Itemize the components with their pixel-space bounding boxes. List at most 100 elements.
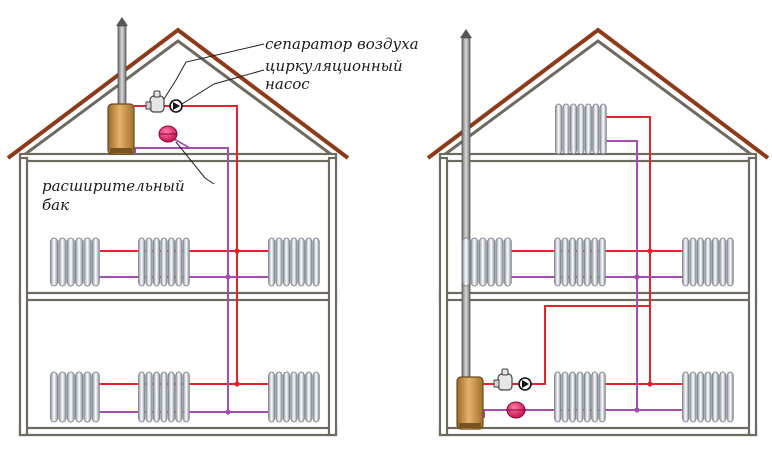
- radiator-section: [66, 237, 75, 287]
- radiator-section: [696, 371, 705, 423]
- radiator-section: [561, 237, 569, 287]
- tank-leader: [175, 141, 215, 185]
- radiator-section: [282, 371, 291, 423]
- radiator-section: [462, 237, 471, 287]
- pump-arrow: [522, 380, 529, 388]
- radiator-section: [576, 237, 584, 287]
- roof: [6, 27, 350, 160]
- separator-inlet: [493, 379, 500, 388]
- radiator-section: [598, 371, 606, 423]
- radiator-section: [160, 237, 168, 287]
- radiator-section: [569, 103, 578, 155]
- chimney-pipe: [461, 37, 471, 421]
- floor-slab: [18, 426, 338, 437]
- circulation-pump: [518, 377, 532, 391]
- separator-inlet: [145, 101, 152, 110]
- radiator-section: [91, 237, 100, 287]
- radiator-section: [568, 237, 577, 287]
- junction: [225, 274, 231, 280]
- radiator-section: [58, 371, 67, 423]
- radiator-section: [75, 371, 84, 423]
- radiator-section: [297, 237, 305, 287]
- radiator: [268, 237, 320, 287]
- radiator-section: [719, 237, 727, 287]
- radiator-section: [554, 237, 562, 287]
- boiler: [107, 103, 135, 155]
- junction: [634, 407, 640, 413]
- radiator-section: [689, 371, 697, 423]
- floor-slab: [438, 291, 758, 302]
- radiator-section: [145, 371, 153, 423]
- chimney-cap: [116, 17, 128, 26]
- radiator-section: [152, 371, 161, 423]
- boiler-body: [107, 103, 135, 155]
- radiator-section: [503, 237, 512, 287]
- radiator: [554, 237, 606, 287]
- radiator-section: [268, 371, 276, 423]
- air-separator: [493, 368, 513, 391]
- return-branch: [483, 409, 682, 418]
- radiator-section: [182, 237, 190, 287]
- circulation-pump: [169, 99, 183, 113]
- radiator-section: [682, 237, 690, 287]
- tank-link: [173, 138, 191, 149]
- floor-slab: [18, 152, 338, 163]
- pump-leader: [181, 69, 265, 105]
- boiler-base: [110, 148, 132, 153]
- radiator-section: [583, 237, 591, 287]
- radiator-section: [561, 371, 569, 423]
- radiator-section: [562, 103, 570, 155]
- roof: [426, 27, 770, 160]
- radiator-section: [592, 103, 600, 155]
- radiator-section: [555, 103, 563, 155]
- radiator-section: [495, 237, 504, 287]
- left-chimney: [116, 17, 128, 109]
- radiator-section: [305, 237, 313, 287]
- radiator-section: [305, 371, 313, 423]
- supply-riser: [160, 105, 238, 384]
- radiator: [138, 237, 190, 287]
- radiator: [138, 371, 190, 423]
- radiator-section: [175, 237, 183, 287]
- radiator-section: [83, 237, 92, 287]
- radiator-section: [726, 237, 734, 287]
- radiator-section: [167, 371, 175, 423]
- air-separator-label: сепаратор воздуха: [265, 35, 419, 53]
- radiator-section: [152, 237, 161, 287]
- expansion-tank: [506, 401, 526, 419]
- radiator: [682, 371, 734, 423]
- radiator-section: [290, 237, 298, 287]
- radiator-section: [66, 371, 75, 423]
- wall-left: [18, 156, 29, 437]
- radiator-section: [175, 371, 183, 423]
- radiator-section: [297, 371, 305, 423]
- radiator: [462, 237, 512, 287]
- boiler: [456, 376, 484, 430]
- radiator-section: [160, 371, 168, 423]
- radiator-section: [711, 237, 719, 287]
- radiator-section: [282, 237, 291, 287]
- radiator-section: [182, 371, 190, 423]
- radiator-section: [591, 237, 599, 287]
- wall-right: [327, 156, 338, 437]
- junction: [234, 381, 240, 387]
- radiator-section: [50, 371, 59, 423]
- radiator-section: [598, 237, 606, 287]
- radiator-section: [726, 371, 734, 423]
- junction: [234, 248, 240, 254]
- radiator-section: [487, 237, 496, 287]
- circulation-pump-label-line1: циркуляционный: [265, 57, 403, 75]
- radiator-section: [167, 237, 175, 287]
- separator-cap: [153, 90, 161, 98]
- radiator-section: [312, 371, 320, 423]
- circulation-pump-label-line2: насос: [265, 75, 310, 93]
- radiator-section: [554, 371, 562, 423]
- expansion-tank-label-line2: бак: [42, 196, 70, 214]
- radiator-section: [290, 371, 298, 423]
- radiator: [555, 103, 607, 155]
- separator-cap: [501, 368, 509, 376]
- radiator: [50, 371, 100, 423]
- junction: [647, 381, 653, 387]
- radiator-section: [275, 371, 283, 423]
- radiator-section: [312, 237, 320, 287]
